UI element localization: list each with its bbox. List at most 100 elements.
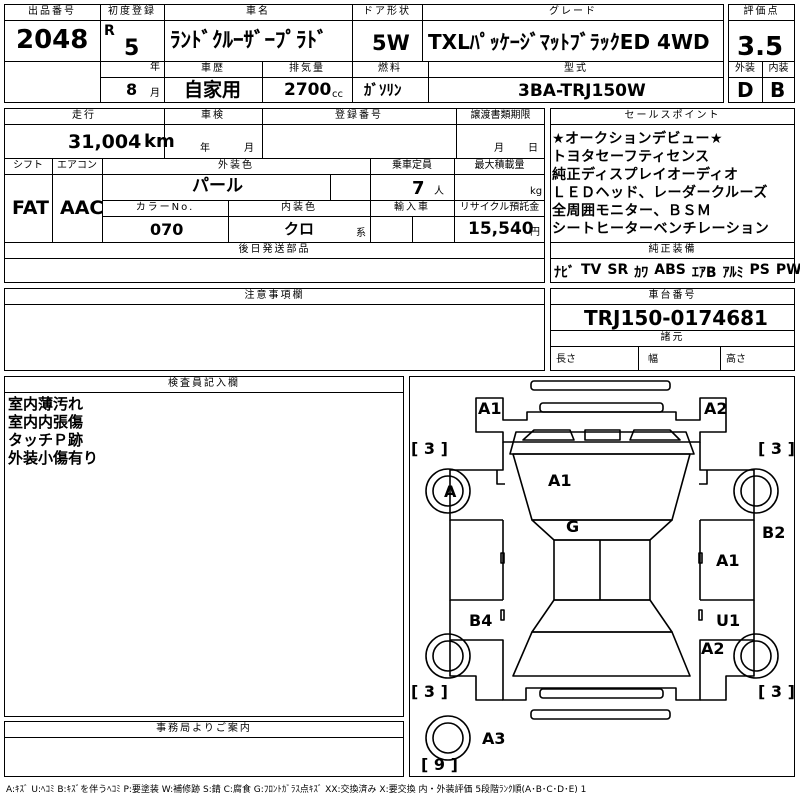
chassis-block bbox=[550, 288, 795, 371]
recycle: 15,540 bbox=[468, 219, 534, 239]
reg-month-unit: 月 bbox=[150, 88, 160, 99]
inspection-year-unit: 年 bbox=[200, 143, 210, 154]
capacity-unit: 人 bbox=[434, 186, 444, 197]
inspector-block bbox=[4, 376, 404, 717]
damage-right-rear-door: U1 bbox=[716, 611, 741, 630]
height-label: 高さ bbox=[726, 354, 746, 365]
equipment-item: PS bbox=[749, 262, 770, 278]
lot-number-label: 出品番号 bbox=[28, 6, 76, 17]
history: 自家用 bbox=[184, 79, 242, 101]
office-label: 事務局よりご案内 bbox=[156, 723, 252, 734]
equipment-item: ｱﾙﾐ bbox=[722, 265, 744, 281]
model: 3BA-TRJ150W bbox=[518, 81, 646, 101]
footer-legend: A:ｷｽﾞ U:ﾍｺﾐ B:ｷｽﾞを伴うﾍｺﾐ P:要塗装 W:補修跡 S:錆 … bbox=[6, 785, 587, 795]
damage-right-rear-quarter: A2 bbox=[701, 639, 725, 658]
cautions-label: 注意事項欄 bbox=[244, 290, 305, 301]
score: 3.5 bbox=[737, 32, 784, 62]
transfer-month-unit: 月 bbox=[494, 143, 504, 154]
lot-number: 2048 bbox=[16, 25, 89, 55]
color-no: 070 bbox=[150, 220, 184, 239]
equipment-item: ABS bbox=[654, 262, 686, 278]
inspector-label: 検査員記入欄 bbox=[168, 378, 240, 389]
office-block bbox=[4, 721, 404, 777]
era-letter: R bbox=[104, 23, 115, 39]
max-load-unit: kg bbox=[530, 186, 543, 197]
mileage-label: 走行 bbox=[72, 110, 96, 121]
car-name: ﾗﾝﾄﾞｸﾙｰｻﾞｰﾌﾟﾗﾄﾞ bbox=[170, 28, 328, 52]
exterior-grade: D bbox=[737, 78, 754, 102]
exterior-label: 外装 bbox=[735, 63, 755, 74]
damage-front-left: A1 bbox=[478, 399, 502, 418]
reg-number-label: 登録番号 bbox=[335, 110, 383, 121]
damage-roof: G bbox=[566, 517, 580, 536]
sales-point: シートヒーターベンチレーション bbox=[552, 221, 770, 237]
car-name-label: 車名 bbox=[246, 6, 270, 17]
later-parts-label: 後日発送部品 bbox=[238, 244, 311, 255]
car-diagram bbox=[425, 380, 779, 761]
sales-points-label: セールスポイント bbox=[624, 110, 721, 121]
ext-color-label: 外装色 bbox=[218, 160, 254, 171]
inspection-label: 車検 bbox=[201, 110, 225, 121]
int-color-unit: 系 bbox=[356, 228, 366, 239]
displacement: 2700 bbox=[284, 80, 332, 100]
tire-depth-front-right: [ 3 ] bbox=[758, 439, 795, 458]
damage-right-front-door: A1 bbox=[716, 551, 740, 570]
recycle-label: リサイクル預託金 bbox=[459, 202, 540, 213]
inspector-note: 室内内張傷 bbox=[8, 413, 84, 431]
reg-month: 8 bbox=[126, 80, 138, 99]
capacity: 7 bbox=[412, 178, 425, 199]
displacement-label: 排気量 bbox=[289, 63, 325, 74]
capacity-label: 乗車定員 bbox=[392, 160, 432, 171]
cautions-block bbox=[4, 288, 545, 371]
fuel: ｶﾞｿﾘﾝ bbox=[364, 81, 402, 99]
color-no-label: カラーNo. bbox=[135, 202, 195, 213]
ext-color: パール bbox=[192, 176, 243, 196]
equipment-item: ｴｱB bbox=[691, 265, 717, 281]
import-label: 輸入車 bbox=[394, 202, 430, 213]
history-label: 車歴 bbox=[201, 63, 225, 74]
transfer-label: 譲渡書類期限 bbox=[470, 110, 531, 121]
int-color: クロ bbox=[284, 220, 315, 238]
tire-depth-spare: [ 9 ] bbox=[421, 755, 458, 774]
mileage: 31,004 bbox=[68, 131, 142, 153]
damage-rear: A3 bbox=[482, 729, 506, 748]
interior-grade: B bbox=[770, 78, 786, 102]
sales-point: ＬＥＤヘッド、レーダークルーズ bbox=[552, 185, 768, 201]
equipment-item: ｶﾜ bbox=[634, 265, 649, 281]
transfer-day-unit: 日 bbox=[528, 143, 538, 154]
tire-depth-front-left: [ 3 ] bbox=[411, 439, 448, 458]
ac-label: エアコン bbox=[57, 160, 97, 171]
damage-front-left-wheel: A bbox=[444, 482, 457, 501]
mileage-unit: km bbox=[144, 131, 175, 152]
chassis-number: TRJ150-0174681 bbox=[584, 306, 768, 330]
reg-year: 5 bbox=[124, 36, 140, 61]
sales-point: 純正ディスプレイオーディオ bbox=[552, 167, 739, 183]
specs-label: 諸元 bbox=[660, 332, 685, 343]
damage-hood: A1 bbox=[548, 471, 572, 490]
tire-depth-rear-right: [ 3 ] bbox=[758, 682, 795, 701]
reg-year-unit: 年 bbox=[150, 62, 160, 73]
interior-label: 内装 bbox=[768, 63, 789, 74]
tire-depth-rear-left: [ 3 ] bbox=[411, 682, 448, 701]
sales-point: ★オークションデビュー★ bbox=[552, 131, 724, 147]
equipment-item: PW bbox=[775, 262, 800, 278]
damage-front-right: A2 bbox=[704, 399, 728, 418]
equipment-item: SR bbox=[607, 262, 629, 278]
sales-point: 全周囲モニター、ＢＳＭ bbox=[552, 203, 712, 219]
int-color-label: 内装色 bbox=[281, 202, 317, 213]
inspector-notes: 室内薄汚れ 室内内張傷 タッチＰ跡 外装小傷有り bbox=[8, 395, 98, 467]
equipment-item: ﾅﾋﾞ bbox=[554, 265, 575, 281]
shift-label: シフト bbox=[13, 160, 43, 171]
displacement-unit: cc bbox=[332, 89, 343, 100]
inspection-month-unit: 月 bbox=[244, 143, 254, 154]
equipment-item: TV bbox=[581, 262, 602, 278]
damage-right-fender: B2 bbox=[762, 523, 786, 542]
sales-points-block bbox=[550, 108, 795, 283]
damage-left-rear-door: B4 bbox=[469, 611, 493, 630]
inspector-note: 室内薄汚れ bbox=[8, 395, 84, 413]
door-label: ドア形状 bbox=[363, 6, 411, 17]
first-reg-label: 初度登録 bbox=[108, 6, 156, 17]
width-label: 幅 bbox=[648, 354, 658, 365]
max-load-label: 最大積載量 bbox=[474, 160, 525, 171]
equipment-list: ﾅﾋﾞ TV SR ｶﾜ ABS ｴｱB ｱﾙﾐ PS PW bbox=[554, 262, 800, 282]
